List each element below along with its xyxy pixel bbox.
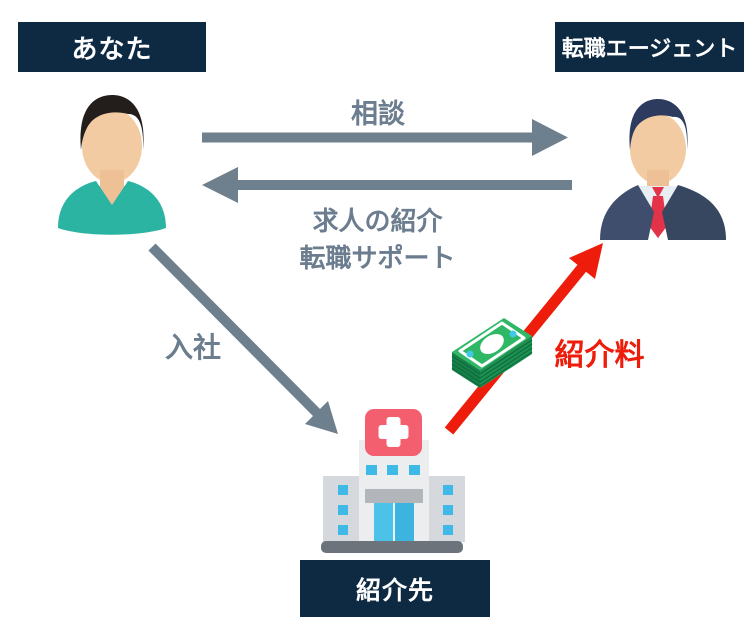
agent-person-icon (600, 99, 726, 240)
node-label-you: あなた (18, 22, 206, 72)
node-label-agent: 転職エージェント (555, 22, 744, 72)
consult-arrow-label: 相談 (351, 99, 405, 129)
support-arrow (202, 167, 572, 203)
you-person-icon (58, 95, 166, 235)
money-stack-icon (451, 318, 533, 388)
support-arrow-label-line1: 求人の紹介 (312, 206, 443, 236)
hospital-cross-icon (378, 417, 409, 447)
hospital-windows (338, 465, 453, 535)
node-label-referral: 紹介先 (300, 560, 490, 617)
support-arrow-label: 求人の紹介 転職サポート (275, 203, 480, 277)
red-tie (649, 187, 667, 238)
hospital-door (374, 503, 414, 542)
consult-arrow (202, 119, 568, 156)
hospital-icon (321, 409, 465, 553)
fee-arrow-label: 紹介料 (554, 339, 645, 372)
join-arrow-label: 入社 (164, 332, 221, 363)
support-arrow-label-line2: 転職サポート (299, 243, 456, 273)
join-arrow (148, 243, 338, 434)
